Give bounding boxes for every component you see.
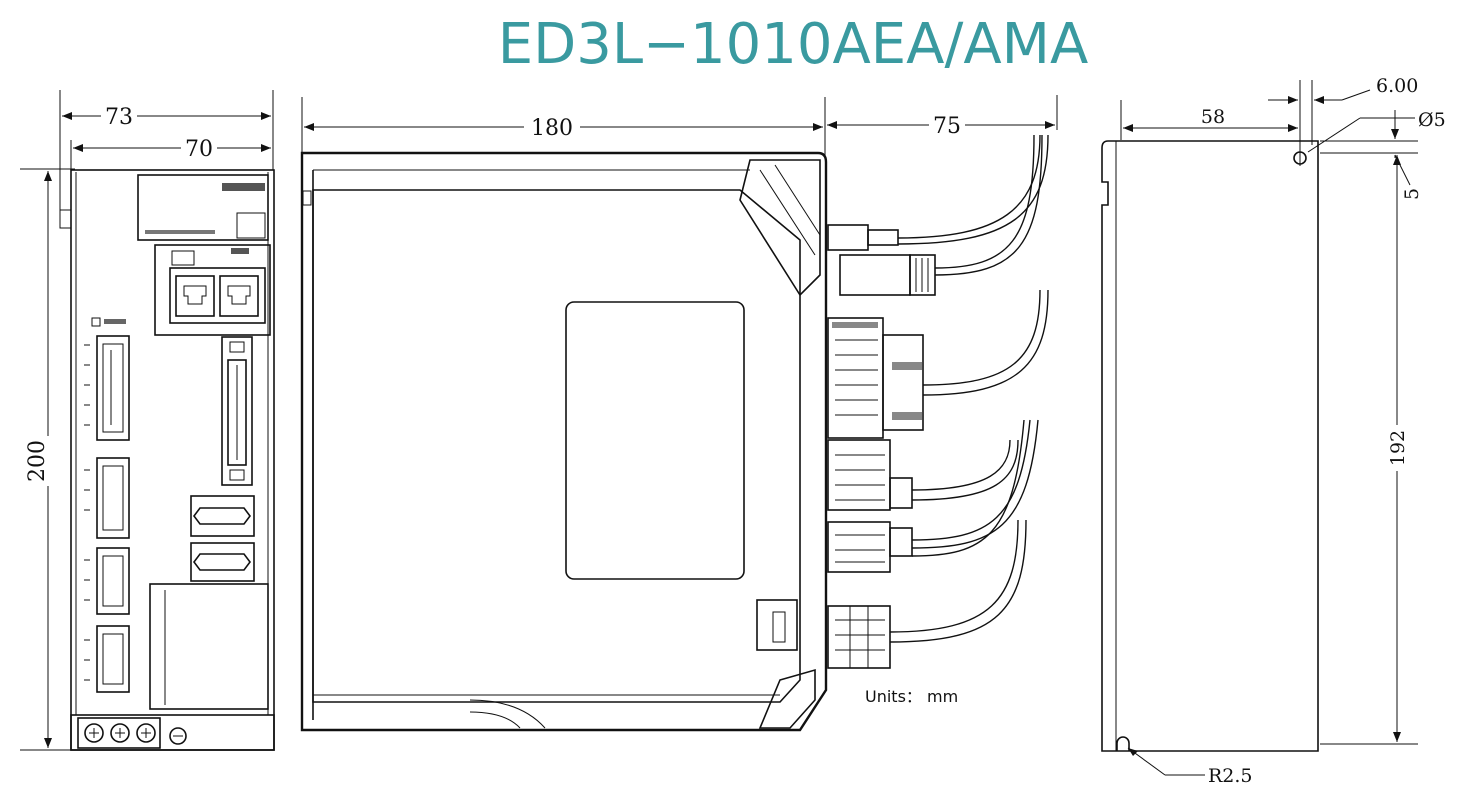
units-label: Units： mm (865, 687, 958, 706)
dim-side-cable-clearance: 75 (933, 114, 961, 139)
dim-side-depth: 180 (531, 116, 573, 141)
front-view: 73 70 200 (20, 90, 275, 751)
dim-front-outer-width: 73 (105, 105, 133, 130)
dim-rear-hole-margin: 5 (1401, 188, 1423, 200)
dim-front-height: 200 (25, 440, 50, 482)
drawing-title: ED3L−1010AEA/AMA (498, 12, 1089, 77)
dim-rear-corner-radius: R2.5 (1208, 765, 1253, 787)
dim-rear-hole-offset: 58 (1201, 106, 1225, 128)
dim-front-inner-width: 70 (185, 137, 213, 162)
rear-view: 58 6.00 Ø5 5 192 R2.5 (1101, 75, 1446, 787)
dim-rear-slot-width: 6.00 (1376, 75, 1418, 97)
side-view: 180 75 (300, 95, 1058, 732)
dim-rear-hole-diameter: Ø5 (1418, 109, 1446, 131)
dim-rear-hole-spacing: 192 (1387, 430, 1409, 466)
